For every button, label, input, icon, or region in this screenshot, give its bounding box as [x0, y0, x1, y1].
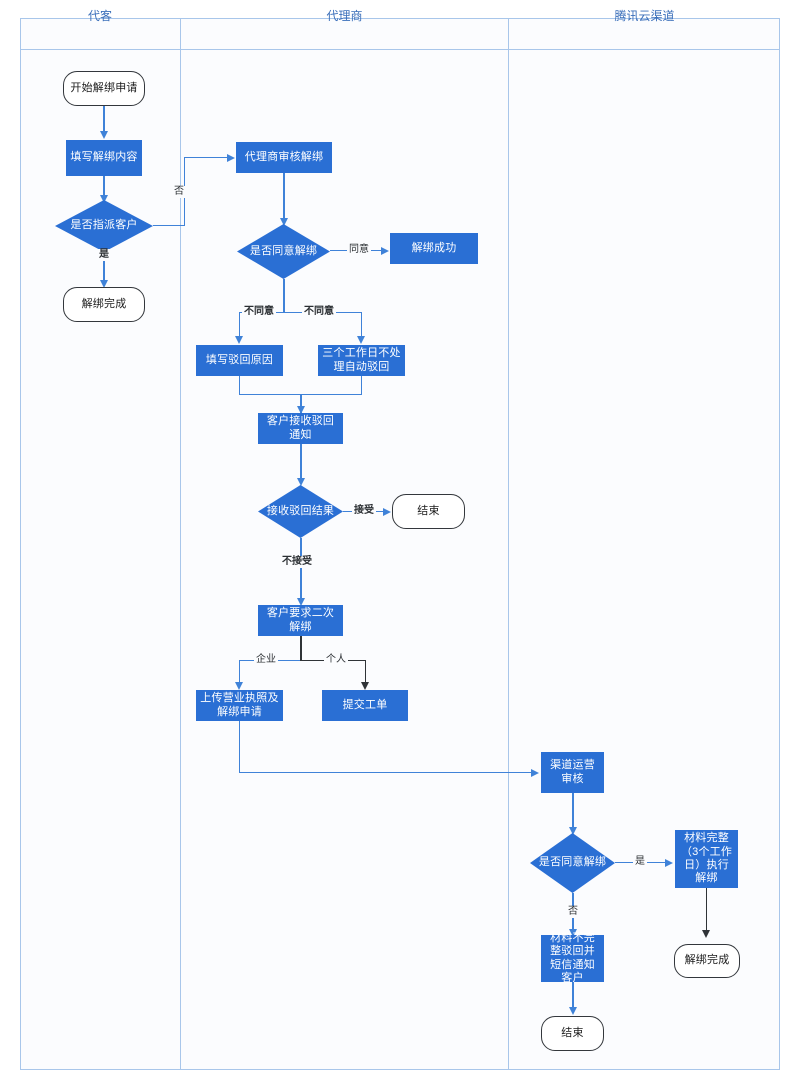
node-channel-operation-review[interactable]: 渠道运营审核 — [541, 752, 604, 793]
edge-complete-to-done — [705, 888, 708, 935]
edge-label-disagree-1: 不同意 — [242, 306, 276, 318]
edge-disagree-h — [239, 312, 362, 314]
edge-label-not-accept: 不接受 — [280, 556, 314, 568]
node-label: 是否同意解绑 — [538, 856, 607, 869]
edge-reject-merge-down — [300, 394, 302, 413]
edge-reject-merge-right-v — [361, 376, 363, 395]
arrowhead-reject-merge — [296, 406, 305, 414]
arrowhead-fill-to-assign — [99, 195, 108, 203]
node-materials-complete-execute-unbind[interactable]: 材料完整（3个工作日）执行解绑 — [675, 830, 738, 888]
node-label: 是否同意解绑 — [249, 244, 318, 257]
edge-split-v-center — [300, 636, 302, 661]
node-unbind-complete-customer[interactable]: 解绑完成 — [63, 287, 145, 322]
arrowhead-personal — [360, 682, 369, 690]
arrowhead-complete-to-done — [702, 930, 710, 938]
arrowhead-assign-no — [227, 153, 235, 162]
node-auto-reject-three-days[interactable]: 三个工作日不处理自动驳回 — [318, 345, 405, 376]
arrowhead-channel-yes — [665, 858, 673, 867]
edge-assign-yes — [103, 252, 105, 283]
edge-incomplete-to-end — [572, 982, 574, 1012]
lane-header-tencent: 腾讯云渠道 — [614, 9, 675, 23]
node-customer-request-second-unbind[interactable]: 客户要求二次解绑 — [258, 605, 343, 636]
node-decision-assign-customer[interactable]: 是否指派客户 — [55, 200, 153, 252]
lane-header-customer: 代客 — [87, 9, 112, 23]
node-start-unbind-request[interactable]: 开始解绑申请 — [63, 71, 145, 106]
lane-divider-2 — [508, 18, 509, 1070]
lane-divider-1 — [180, 18, 181, 1070]
node-customer-receive-reject-notice[interactable]: 客户接收驳回通知 — [258, 413, 343, 444]
edge-to-channel-v — [239, 721, 241, 773]
arrowhead-accept — [383, 507, 391, 516]
edge-assign-no-h2 — [184, 157, 228, 159]
edge-reject-merge-left-v — [239, 376, 241, 395]
node-end-channel[interactable]: 结束 — [541, 1016, 604, 1051]
edge-fill-to-assign — [103, 176, 105, 198]
edge-to-channel-h — [239, 772, 532, 774]
arrowhead-incomplete-to-end — [568, 1007, 577, 1015]
arrowhead-start-to-fill — [99, 131, 108, 139]
node-fill-reject-reason[interactable]: 填写驳回原因 — [196, 345, 283, 376]
edge-assign-no-h1 — [153, 225, 185, 227]
edge-channel-to-decision — [572, 793, 574, 833]
node-label: 是否指派客户 — [70, 219, 138, 232]
diamond-shape-icon — [55, 200, 153, 252]
edge-personal-v — [364, 660, 366, 684]
arrowhead-company — [235, 682, 244, 690]
edge-notice-to-result — [300, 444, 302, 484]
arrowhead-notice-to-result — [296, 478, 305, 486]
arrowhead-not-accept — [296, 598, 305, 606]
edge-company-v — [239, 660, 241, 684]
arrowhead-channel-no — [568, 929, 577, 937]
node-decision-agent-agree-unbind[interactable]: 是否同意解绑 — [237, 224, 330, 279]
arrowhead-disagree-left — [235, 336, 244, 344]
lane-header-agent: 代理商 — [326, 9, 363, 23]
node-unbind-complete-channel[interactable]: 解绑完成 — [674, 944, 740, 978]
arrowhead-to-channel — [531, 768, 539, 777]
edge-label-personal: 个人 — [324, 654, 348, 666]
edge-label-accept: 接受 — [352, 505, 376, 517]
edge-label-agree: 同意 — [347, 244, 371, 256]
arrowhead-assign-yes — [99, 280, 108, 288]
arrowhead-channel-to-decision — [568, 827, 577, 835]
node-upload-license-and-application[interactable]: 上传营业执照及解绑申请 — [196, 690, 283, 721]
diamond-shape-icon — [258, 485, 343, 538]
edge-start-to-fill — [103, 106, 105, 132]
edge-label-no-assign: 否 — [172, 186, 186, 198]
node-agent-review-unbind[interactable]: 代理商审核解绑 — [236, 142, 332, 173]
node-unbind-success[interactable]: 解绑成功 — [390, 233, 478, 264]
edge-label-company: 企业 — [254, 654, 278, 666]
node-label: 接收驳回结果 — [266, 504, 335, 517]
edge-label-channel-yes: 是 — [633, 856, 647, 868]
node-decision-channel-agree-unbind[interactable]: 是否同意解绑 — [530, 833, 615, 893]
arrowhead-agree — [381, 246, 389, 255]
edge-disagree-v-left — [239, 312, 241, 338]
edge-disagree-v-center — [283, 279, 285, 313]
node-decision-receive-reject-result[interactable]: 接收驳回结果 — [258, 485, 343, 538]
arrowhead-agentreview-to-agree — [279, 218, 288, 226]
edge-label-yes-assign: 是 — [97, 249, 111, 261]
swimlane-frame — [20, 18, 780, 1070]
edge-not-accept-v — [300, 538, 302, 603]
edge-label-disagree-2: 不同意 — [302, 306, 336, 318]
node-fill-unbind-content[interactable]: 填写解绑内容 — [66, 140, 142, 176]
node-end-agent[interactable]: 结束 — [392, 494, 465, 529]
diamond-shape-icon — [237, 224, 330, 279]
swimlane-header-row — [20, 18, 780, 50]
arrowhead-disagree-right — [357, 336, 366, 344]
node-materials-incomplete-reject-sms[interactable]: 材料不完整驳回并短信通知客户 — [541, 932, 604, 984]
edge-label-channel-no: 否 — [566, 906, 580, 918]
edge-disagree-v-right — [361, 312, 363, 338]
diamond-shape-icon — [530, 833, 615, 893]
edge-agentreview-to-agree — [283, 173, 285, 221]
node-submit-ticket[interactable]: 提交工单 — [322, 690, 408, 721]
